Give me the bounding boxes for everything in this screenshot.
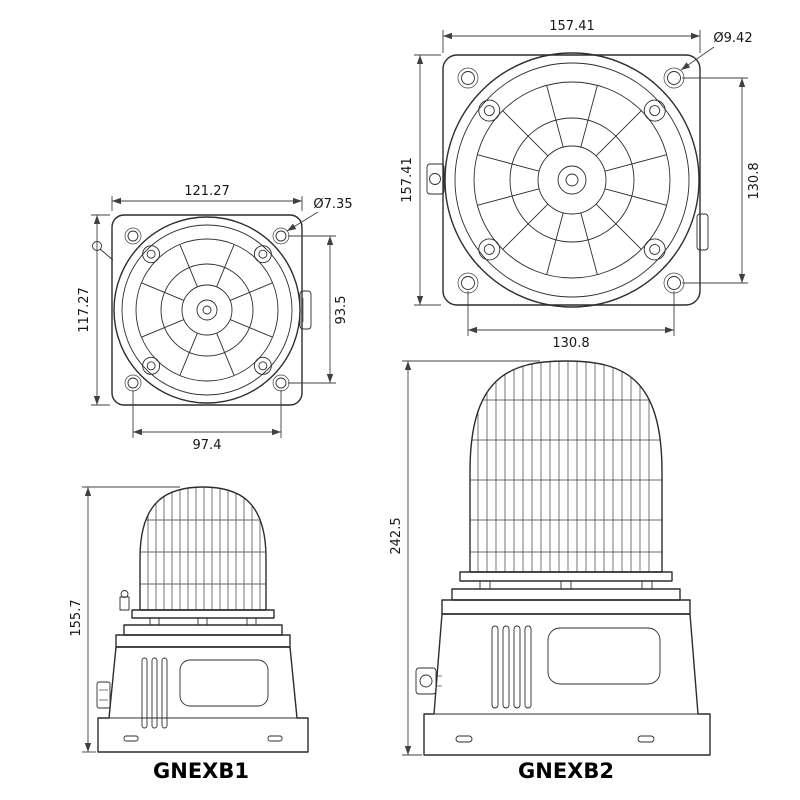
gnexb2-body bbox=[415, 613, 711, 756]
gnexb1-top-valve bbox=[119, 590, 130, 611]
gnexb2-wire-cage bbox=[469, 360, 663, 573]
gnexb2-top-width-dimension: 157.41 bbox=[549, 19, 595, 34]
gnexb2-front-view: 157.41 Ø9.42 157.41 130.8 130.8 bbox=[400, 19, 762, 351]
gnexb2-front-dimensions: 157.41 Ø9.42 157.41 130.8 130.8 bbox=[400, 19, 762, 351]
gnexb1-label: GNEXB1 bbox=[153, 759, 249, 783]
gnexb2-lens-guard bbox=[444, 52, 700, 308]
gnexb2-right-height-dimension: 130.8 bbox=[747, 162, 762, 199]
gnexb1-top-width-dimension: 121.27 bbox=[184, 184, 230, 199]
gnexb2-bottom-width-dimension: 130.8 bbox=[552, 336, 589, 351]
gnexb2-clamp-bolts bbox=[473, 95, 671, 265]
gnexb2-cable-entry bbox=[415, 667, 442, 695]
gnexb1-nameplate bbox=[179, 659, 269, 707]
gnexb2-side-view: 242.5 GNEXB2 bbox=[389, 360, 711, 783]
gnexb1-side-dimensions: 155.7 bbox=[69, 486, 180, 753]
gnexb1-wire-cage bbox=[139, 486, 267, 611]
gnexb1-clamp-bolts bbox=[138, 241, 276, 379]
gnexb1-front-view: 121.27 Ø7.35 117.27 93.5 97.4 bbox=[77, 184, 353, 453]
gnexb1-side-fitting bbox=[92, 241, 114, 261]
gnexb2-label: GNEXB2 bbox=[518, 759, 614, 783]
gnexb1-flange-stack bbox=[115, 590, 291, 648]
gnexb1-height-dimension: 155.7 bbox=[69, 599, 84, 636]
gnexb2-side-fitting bbox=[426, 163, 445, 195]
gnexb2-left-height-dimension: 157.41 bbox=[400, 157, 415, 203]
gnexb1-bottom-width-dimension: 97.4 bbox=[193, 438, 222, 453]
gnexb1-side-view: 155.7 GNEXB1 bbox=[69, 486, 309, 783]
gnexb2-guard-spokes bbox=[476, 84, 668, 276]
gnexb2-hole-diameter-dimension: Ø9.42 bbox=[713, 31, 752, 46]
gnexb2-side-dimensions: 242.5 bbox=[389, 360, 540, 756]
gnexb1-body bbox=[96, 646, 309, 753]
gnexb1-front-dimensions: 121.27 Ø7.35 117.27 93.5 97.4 bbox=[77, 184, 353, 453]
gnexb1-cable-entry bbox=[96, 681, 111, 709]
gnexb2-nameplate bbox=[547, 627, 661, 685]
gnexb2-flange-stack bbox=[441, 571, 691, 615]
gnexb1-lens-guard bbox=[113, 216, 301, 404]
gnexb1-hole-diameter-dimension: Ø7.35 bbox=[313, 197, 352, 212]
gnexb1-right-height-dimension: 93.5 bbox=[334, 296, 349, 325]
gnexb1-left-height-dimension: 117.27 bbox=[77, 287, 92, 333]
gnexb2-right-tab bbox=[696, 213, 709, 251]
gnexb2-mounting-plate bbox=[426, 54, 709, 306]
gnexb2-height-dimension: 242.5 bbox=[389, 517, 404, 554]
